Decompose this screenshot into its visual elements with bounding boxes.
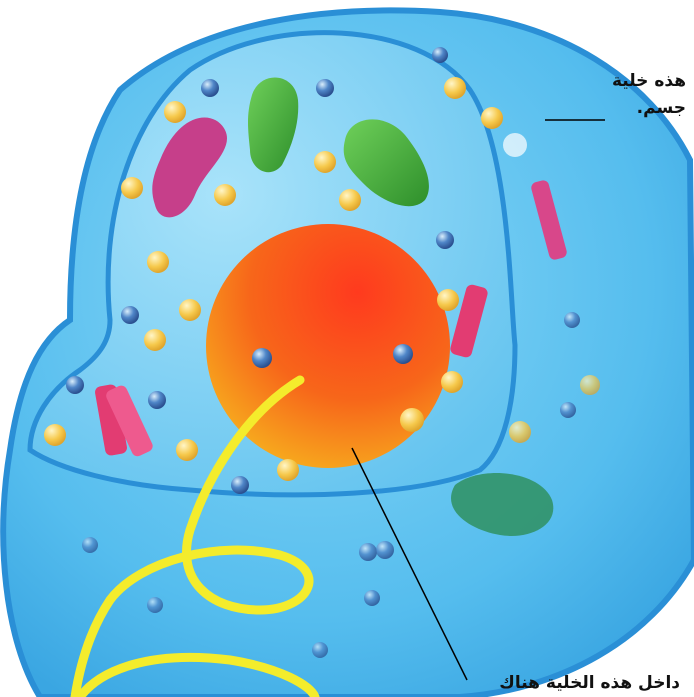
cell-body-label-line1: هذه خلية [576, 70, 686, 93]
cell-body-label-line2: جسم. [576, 97, 686, 120]
nucleus-label: داخل هذه الخلية هناك [450, 672, 680, 695]
cell-body-label: هذه خلية جسم. [576, 70, 686, 120]
